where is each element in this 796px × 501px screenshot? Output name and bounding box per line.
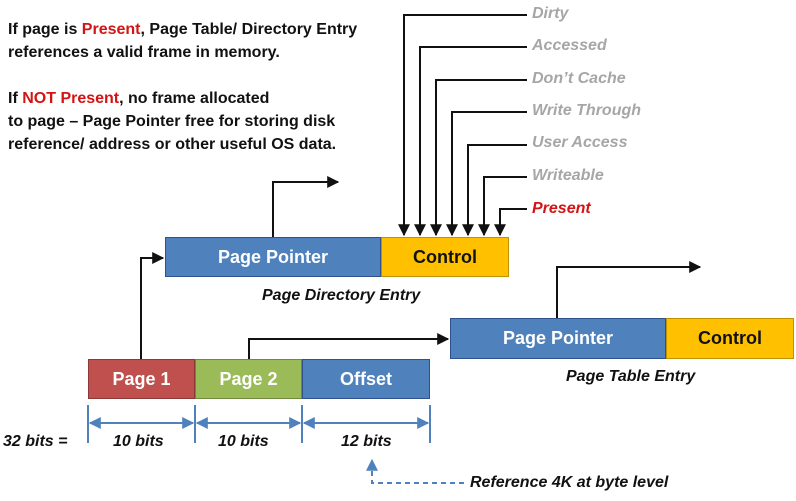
arrow-dirty — [398, 14, 527, 237]
arrow-writeable — [478, 176, 527, 237]
address-offset: Offset — [302, 359, 430, 399]
present-keyword: Present — [81, 21, 141, 38]
flag-write-through: Write Through — [532, 102, 642, 119]
address-page2: Page 2 — [195, 359, 302, 399]
intro-line-5: reference/ address or other useful OS da… — [8, 136, 337, 153]
arrow-user-access — [462, 144, 527, 237]
total-bits-label: 32 bits = — [3, 433, 68, 450]
address-page1: Page 1 — [88, 359, 195, 399]
table-entry-caption: Page Table Entry — [566, 368, 696, 385]
table-control: Control — [666, 318, 794, 359]
intro-line-4: to page – Page Pointer free for storing … — [8, 113, 336, 130]
flag-user-access: User Access — [532, 134, 628, 151]
intro-line-2: references a valid frame in memory. — [8, 44, 280, 61]
flag-accessed: Accessed — [532, 37, 607, 54]
page2-bits-label: 10 bits — [218, 433, 269, 450]
directory-page-pointer: Page Pointer — [165, 237, 381, 277]
arrow-present — [494, 208, 527, 237]
page1-bits-label: 10 bits — [113, 433, 164, 450]
intro-line-3: If NOT Present, no frame allocated — [8, 90, 270, 107]
intro-line-1: If page is Present, Page Table/ Director… — [8, 21, 358, 38]
intro-text: If page is Present, Page Table/ Director… — [8, 18, 357, 156]
arrow-write-through — [446, 111, 527, 237]
directory-control: Control — [381, 237, 509, 277]
reference-dashed-arrow — [366, 458, 464, 484]
directory-entry-caption: Page Directory Entry — [262, 287, 421, 304]
flag-writeable: Writeable — [532, 167, 604, 184]
reference-label: Reference 4K at byte level — [470, 474, 669, 491]
flag-present: Present — [532, 200, 591, 217]
not-present-keyword: NOT Present — [22, 90, 120, 107]
arrow-table-out — [556, 261, 702, 318]
arrow-page1-to-directory — [140, 252, 165, 359]
arrow-dont-cache — [430, 79, 527, 237]
arrow-page2-to-table — [248, 333, 450, 359]
flag-dont-cache: Don’t Cache — [532, 70, 626, 87]
offset-bits-label: 12 bits — [341, 433, 392, 450]
table-page-pointer: Page Pointer — [450, 318, 666, 359]
flag-dirty: Dirty — [532, 5, 569, 22]
arrow-directory-out — [272, 176, 340, 237]
arrow-accessed — [414, 46, 527, 237]
